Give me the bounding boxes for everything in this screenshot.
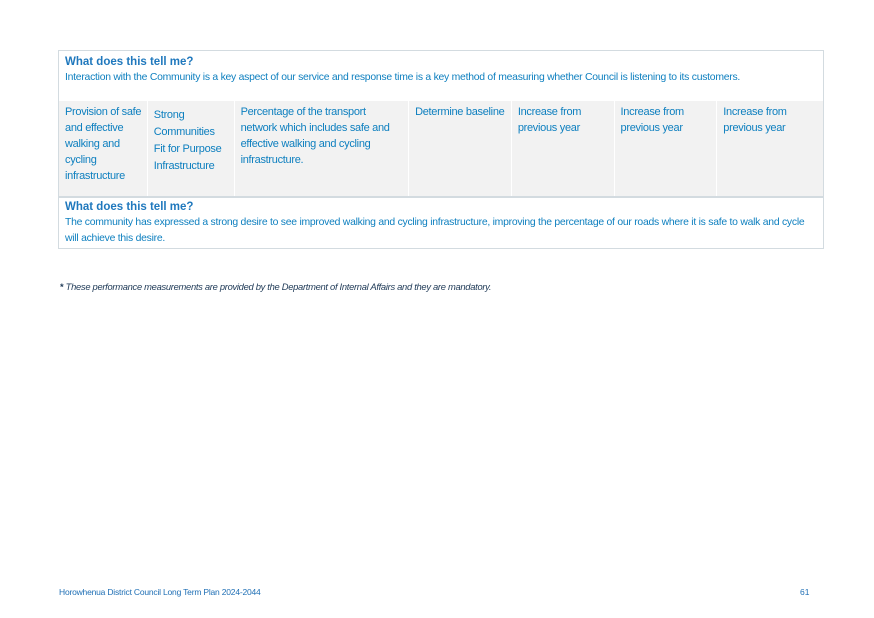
page-number: 61	[800, 587, 810, 597]
target-cell-2: Increase from previous year	[615, 101, 718, 196]
target-cell-3: Increase from previous year	[723, 106, 787, 134]
footnote-text: These performance measurements are provi…	[65, 281, 492, 292]
tell-me-section-top: What does this tell me? Interaction with…	[58, 50, 824, 102]
baseline-cell: Determine baseline	[409, 101, 512, 196]
activity-cell: Provision of safe and effective walking …	[59, 101, 148, 196]
target-cell-1: Increase from previous year	[512, 101, 615, 196]
tell-me-heading: What does this tell me?	[65, 201, 194, 213]
footer-title: Horowhenua District Council Long Term Pl…	[59, 587, 261, 597]
footnote: * These performance measurements are pro…	[60, 281, 491, 292]
tell-me-heading: What does this tell me?	[65, 56, 194, 68]
outcome-cell: Strong Communities Fit for Purpose Infra…	[148, 101, 235, 196]
measure-table-row: Provision of safe and effective walking …	[58, 101, 824, 197]
measure-cell: Percentage of the transport network whic…	[235, 101, 410, 196]
tell-me-text: Interaction with the Community is a key …	[65, 72, 741, 83]
footnote-marker: *	[60, 281, 64, 292]
tell-me-text: The community has expressed a strong des…	[65, 217, 805, 244]
tell-me-section-bottom: What does this tell me? The community ha…	[58, 197, 824, 249]
